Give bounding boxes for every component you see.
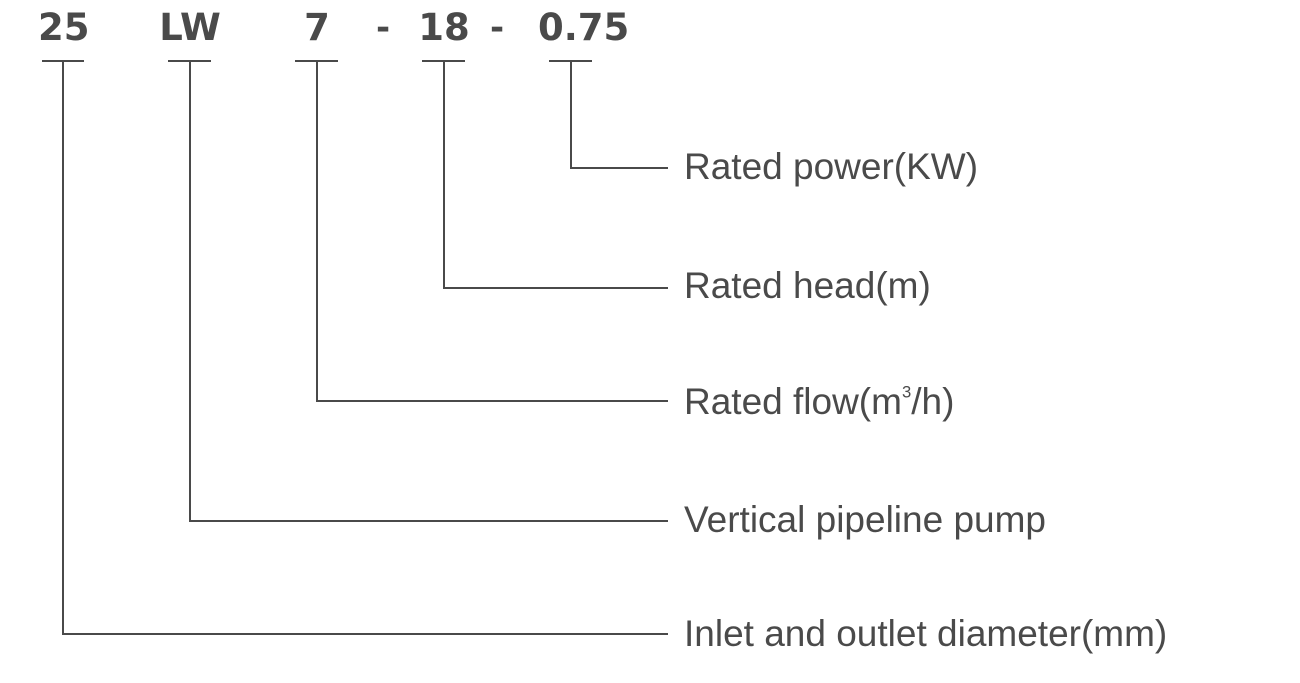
- code-type: LW: [159, 6, 221, 49]
- label-inlet-outlet-diameter: Inlet and outlet diameter(mm): [684, 613, 1168, 654]
- label-rated-flow-suffix: /h): [911, 381, 955, 422]
- label-rated-flow: Rated flow(m3/h): [684, 380, 954, 424]
- label-rated-head: Rated head(m): [684, 265, 931, 306]
- separator-2: -: [489, 8, 505, 48]
- label-rated-flow-prefix: Rated flow(m: [684, 381, 902, 422]
- separator-1: -: [375, 8, 391, 48]
- leader-type: [189, 61, 668, 522]
- code-head: 18: [418, 6, 470, 49]
- code-diameter: 25: [38, 6, 90, 49]
- label-rated-power: Rated power(KW): [684, 146, 979, 187]
- leader-power: [570, 61, 668, 169]
- leader-flow: [316, 61, 668, 402]
- code-flow: 7: [304, 6, 330, 49]
- leader-head: [443, 61, 668, 289]
- leader-diameter: [62, 61, 668, 635]
- code-power: 0.75: [538, 6, 630, 49]
- label-rated-flow-sup: 3: [901, 382, 912, 402]
- label-vertical-pipeline-pump: Vertical pipeline pump: [684, 499, 1046, 540]
